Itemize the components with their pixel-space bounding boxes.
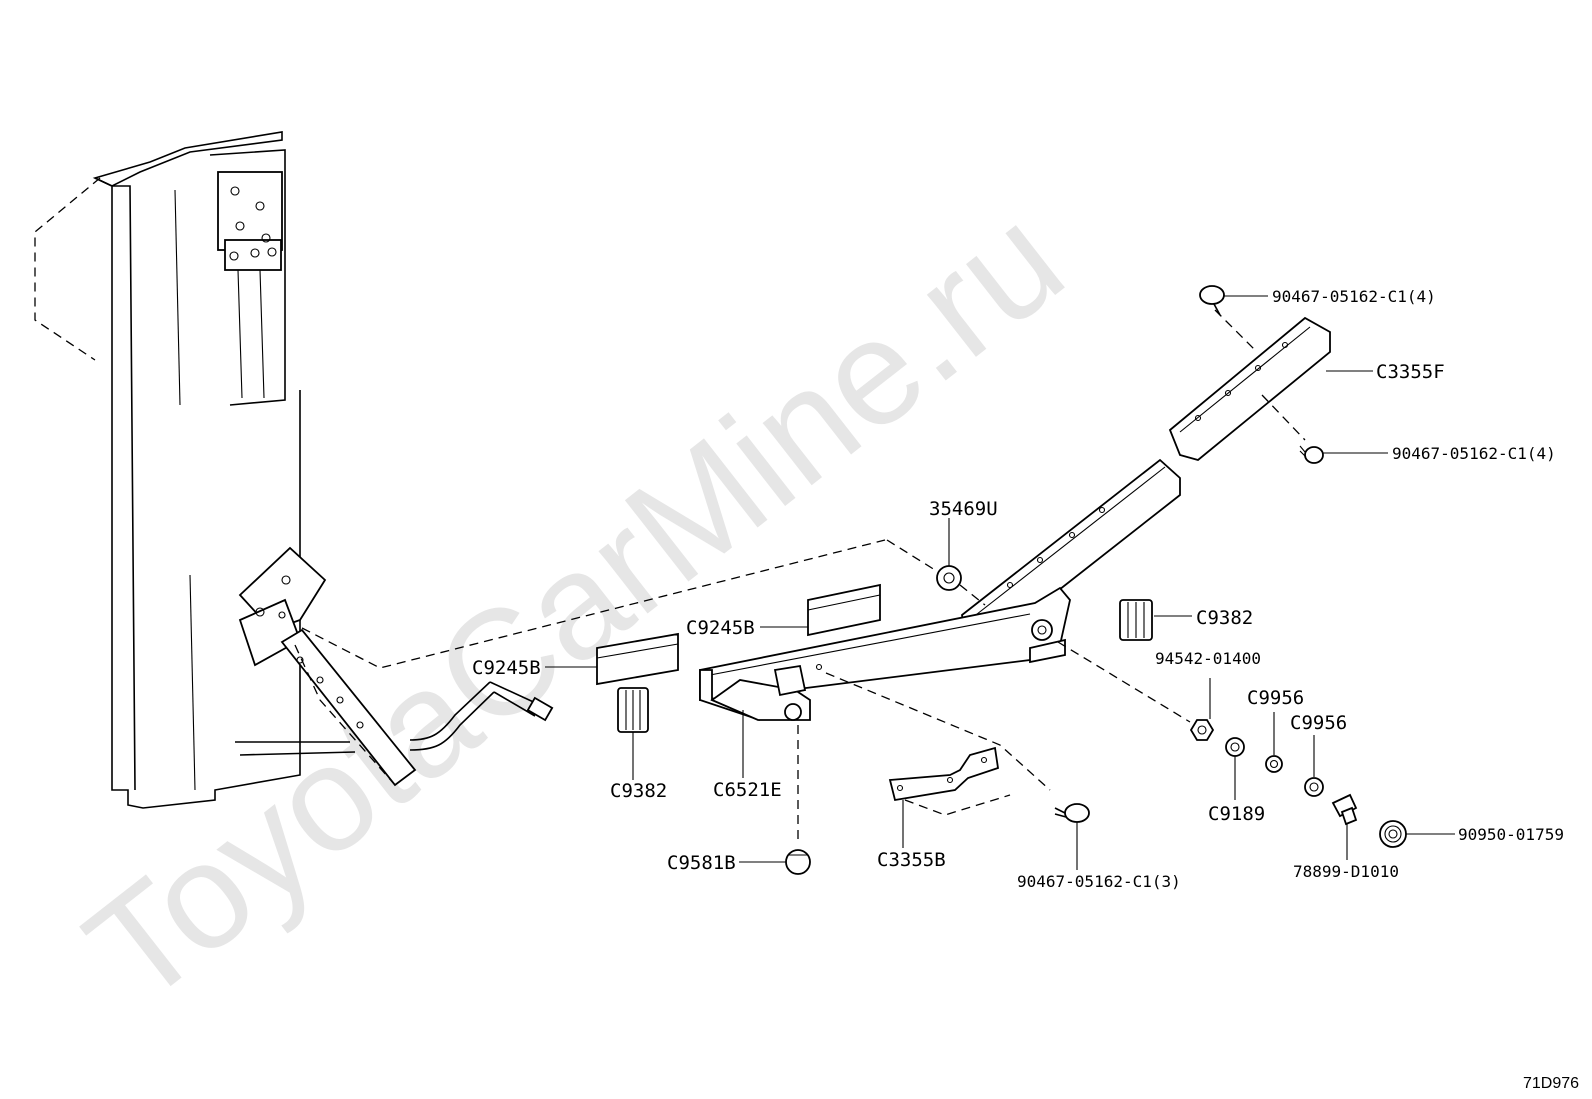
callout-cover-top: C3355F [1376,361,1445,383]
callout-bracket: C6521E [713,779,782,801]
hardware-right [1057,641,1407,848]
bolt-78899 [1331,793,1358,826]
bushing-35469u [886,518,986,606]
grommet-90950 [1379,820,1407,848]
leader-lines [545,295,1455,870]
nut-94542 [1189,719,1215,741]
callout-bolt-top: 90467-05162-C1(4) [1272,287,1436,306]
callout-bushing: 35469U [929,498,998,520]
callout-grommet: 90950-01759 [1458,825,1564,844]
seat-bracket-upper [217,171,283,251]
callout-labels: 90467-05162-C1(4) C3355F 90467-05162-C1(… [472,287,1564,891]
callout-plate-left: C9245B [472,657,541,679]
cover-assembly [961,285,1331,650]
callout-washer-c: C9189 [1208,803,1265,825]
callout-washer-b: C9956 [1290,712,1347,734]
seat-frame [34,131,886,809]
clip-plate-c3355b [888,746,1011,816]
watermark-text: ToyotaCarMine.ru [56,174,1092,1035]
callout-clip-plate: C3355B [877,849,946,871]
recliner-rail [280,628,417,787]
bolt-bottom-90467 [1054,803,1090,823]
callout-pad-left: C9382 [610,780,667,802]
pad-left-c9382 [617,687,649,733]
callout-pad-right: C9382 [1196,607,1253,629]
seat-bracket-lower [224,239,282,271]
plate-upper-c9245b [807,583,881,637]
callout-cap: C9581B [667,852,736,874]
cap-c9581b [785,725,811,875]
plate-left-c9245b [596,632,679,686]
seat-arm-bracket [699,586,1071,791]
washer-c9189 [1225,737,1245,757]
callout-bolt: 78899-D1010 [1293,862,1399,881]
washer-c9956-a [1265,755,1283,773]
callout-nut: 94542-01400 [1155,649,1261,668]
callout-bolt-bottom: 90467-05162-C1(3) [1017,872,1181,891]
pad-right-c9382 [1119,599,1153,641]
callout-washer-a: C9956 [1247,687,1304,709]
washer-c9956-b [1304,777,1324,797]
diagram-reference: 71D976 [1523,1075,1579,1092]
callout-plate-upper: C9245B [686,617,755,639]
callout-bolt-mid: 90467-05162-C1(4) [1392,444,1556,463]
